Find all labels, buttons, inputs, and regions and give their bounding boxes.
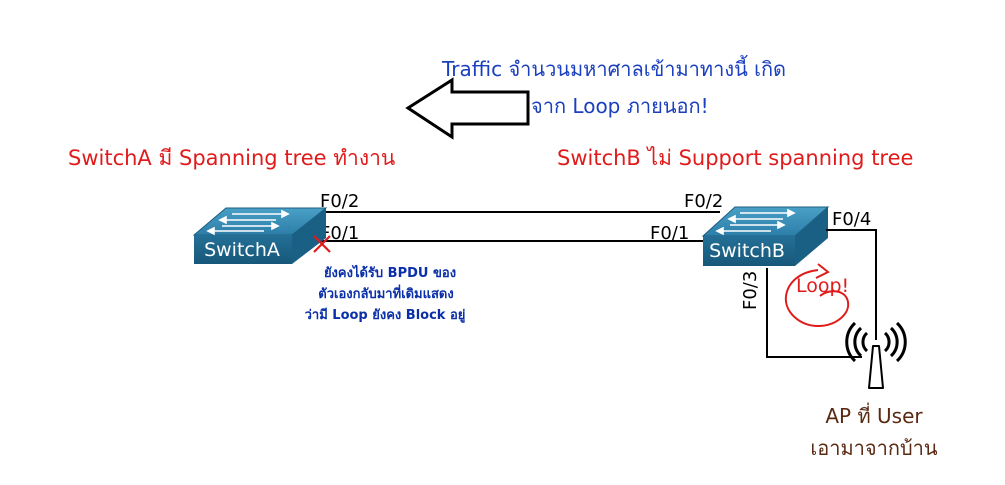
wireless-ap-icon[interactable] — [845, 321, 907, 389]
link-f0-4 — [826, 229, 877, 340]
switch-a-port-bottom: F0/1 — [320, 223, 359, 244]
block-note-line1: ยังคงได้รับ BPDU ของ — [324, 264, 456, 281]
switch-b-port-ap: F0/4 — [832, 209, 871, 230]
block-note-line2: ตัวเองกลับมาที่เดิมแสดง — [318, 284, 453, 302]
blocked-port-icon — [313, 235, 331, 253]
traffic-arrow-icon — [405, 77, 530, 140]
traffic-note-line2: จาก Loop ภายนอก! — [531, 94, 709, 118]
switch-a[interactable]: SwitchA — [192, 207, 328, 264]
switch-b-name: SwitchB — [709, 240, 785, 262]
switch-b-heading: SwitchB ไม่ Support spanning tree — [557, 146, 913, 170]
switch-arrows-icon — [715, 208, 796, 236]
switch-arrows-icon — [206, 209, 290, 236]
ap-label-line1: AP ที่ User — [825, 402, 923, 428]
block-note-line3: ว่ามี Loop ยังคง Block อยู่ — [305, 307, 466, 323]
switch-b-port-bottom: F0/1 — [650, 223, 689, 244]
loop-scribble-icon — [784, 269, 850, 328]
loop-arrowhead-icon — [815, 263, 830, 279]
switch-a-name: SwitchA — [204, 239, 280, 261]
loop-label: Loop! — [796, 275, 849, 297]
switch-a-heading: SwitchA มี Spanning tree ทำงาน — [68, 146, 395, 170]
ap-label-line2: เอามาจากบ้าน — [810, 436, 937, 460]
switch-b-port-top: F0/2 — [684, 191, 723, 212]
traffic-note-line1: Traffic จำนวนมหาศาลเข้ามาทางนี้ เกิด — [441, 55, 786, 81]
link-f0-3 — [766, 268, 862, 358]
switch-a-port-top: F0/2 — [320, 191, 359, 212]
switch-b[interactable]: SwitchB — [701, 206, 830, 266]
switch-b-port-loop: F0/3 — [740, 271, 761, 310]
